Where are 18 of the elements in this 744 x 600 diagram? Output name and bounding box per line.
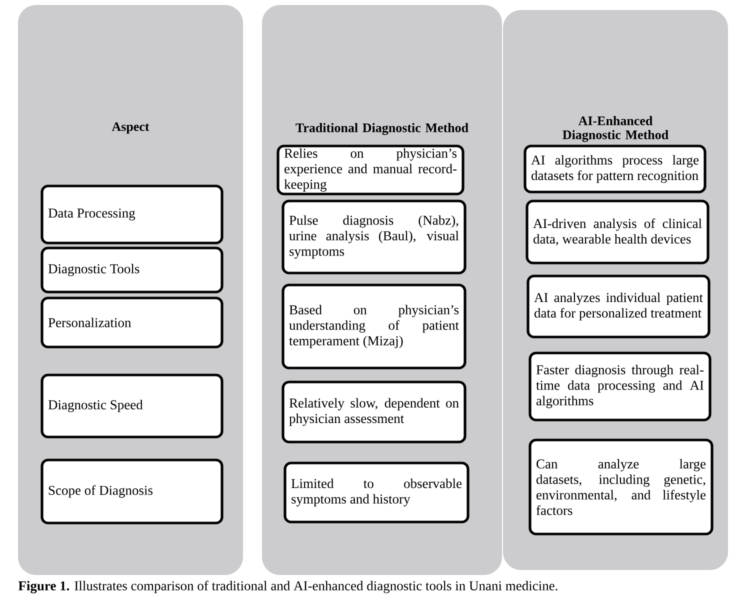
text-box: Diagnostic Tools	[40, 246, 224, 294]
text-box: AI algorithms process large datasets for pattern recognition	[524, 144, 706, 194]
text-box: Diagnostic Speed	[40, 374, 224, 438]
text-box: Can analyze large datasets, including genetic, environmental, and lifestyle factors	[528, 438, 714, 536]
text-box: AI analyzes individual patient data for personalized treatment	[526, 274, 710, 338]
text-box: Based on physician’s understanding of patient temperament (Mizaj)	[282, 284, 466, 370]
text-box: Pulse diagnosis (Nabz), urine analysis (Baul), visual symptoms	[282, 200, 466, 274]
text-box: Data Processing	[40, 184, 224, 244]
text-box: Relies on physician’s experience and manual record-keeping	[276, 144, 464, 196]
node-label: Traditional Diagnostic Method	[296, 123, 468, 135]
node-label: AI-Enhanced Diagnostic Method	[562, 116, 668, 142]
text-box: Faster diagnosis through real-time data processing and AI algorithms	[528, 352, 712, 422]
text-box: Relatively slow, dependent on physician assessment	[282, 380, 466, 444]
figure-caption: Figure 1. Illustrates comparison of traditional and AI-enhanced diagnostic tools in Unani medicine.	[18, 580, 558, 594]
text-box: AI-driven analysis of clinical data, wearable health devices	[526, 200, 710, 264]
text-box: Personalization	[40, 296, 224, 348]
text-box: Scope of Diagnosis	[40, 458, 224, 524]
text-box: Limited to observable symptoms and history	[284, 462, 470, 524]
